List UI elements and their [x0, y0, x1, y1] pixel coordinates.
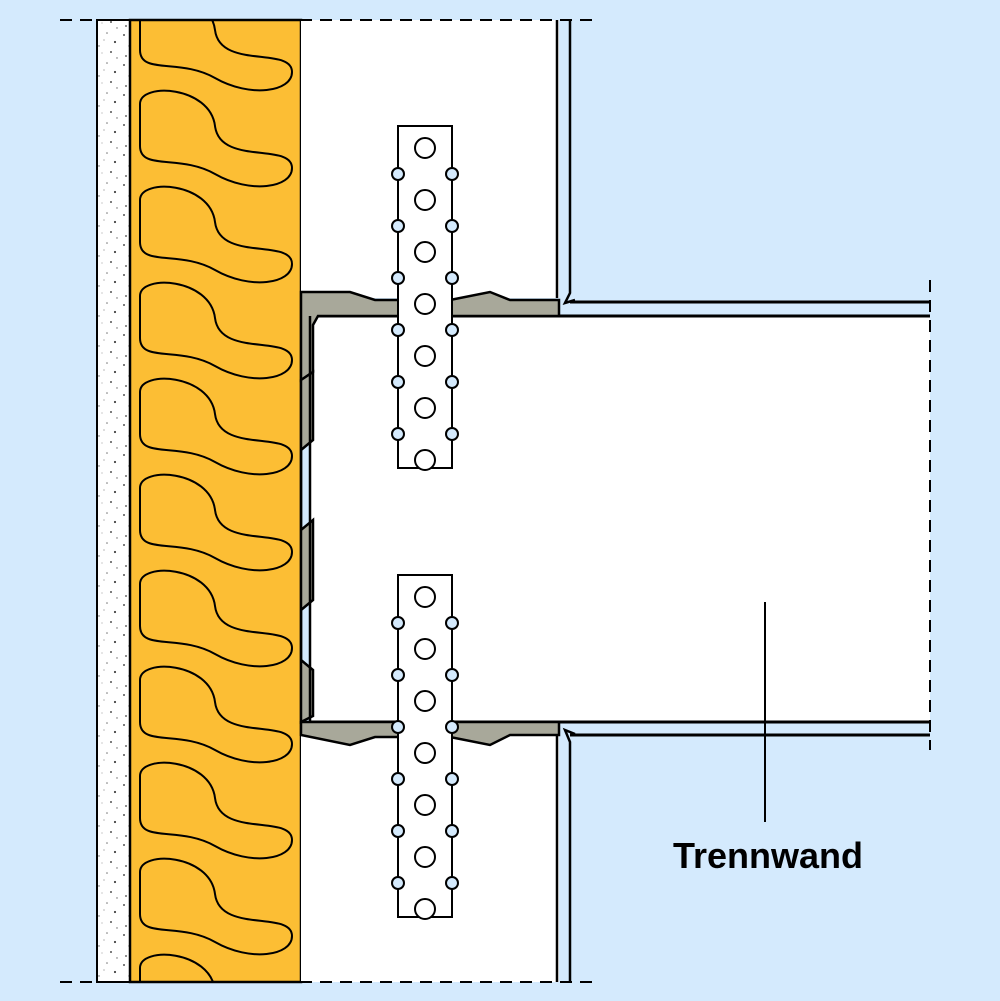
anchor-edge-notch — [391, 616, 405, 630]
anchor-edge-notch — [391, 427, 405, 441]
anchor-edge-notch — [391, 668, 405, 682]
insulation-wave-lines — [139, 21, 294, 981]
anchor-edge-notch — [391, 167, 405, 181]
anchor-edge-notch — [391, 219, 405, 233]
anchor-edge-notch — [445, 876, 459, 890]
anchor-edge-notch — [445, 375, 459, 389]
anchor-edge-notch — [445, 616, 459, 630]
anchor-hole — [414, 293, 436, 315]
anchor-edge-notch — [445, 323, 459, 337]
anchor-hole — [414, 189, 436, 211]
anchor-hole — [414, 345, 436, 367]
anchor-edge-notch — [445, 668, 459, 682]
anchor-edge-notch — [445, 167, 459, 181]
anchor-edge-notch — [445, 720, 459, 734]
main-wall-outer-edge-lower — [562, 727, 576, 982]
anchor-edge-notch — [391, 323, 405, 337]
anchor-hole — [414, 449, 436, 471]
anchor-hole — [414, 794, 436, 816]
insulation-layer — [128, 18, 303, 984]
anchor-hole — [414, 846, 436, 868]
anchor-hole — [414, 397, 436, 419]
insulation-wave-pattern — [139, 21, 294, 981]
anchor-hole — [414, 898, 436, 920]
anchor-hole — [414, 638, 436, 660]
partition-wall-label: Trennwand — [673, 835, 863, 876]
mortar-joint-left — [299, 369, 315, 725]
anchor-hole — [414, 586, 436, 608]
anchor-edge-notch — [391, 772, 405, 786]
anchor-hole — [414, 241, 436, 263]
anchor-edge-notch — [445, 427, 459, 441]
anchor-edge-notch — [391, 720, 405, 734]
anchor-edge-notch — [391, 375, 405, 389]
anchor-hole — [414, 137, 436, 159]
perforated-anchor-strip-upper — [391, 125, 459, 471]
anchor-edge-notch — [445, 772, 459, 786]
anchor-hole — [414, 742, 436, 764]
plaster-layer — [96, 19, 131, 983]
anchor-edge-notch — [391, 876, 405, 890]
anchor-hole — [414, 690, 436, 712]
anchor-edge-notch — [445, 219, 459, 233]
perforated-anchor-strip-lower — [391, 574, 459, 920]
anchor-edge-notch — [391, 271, 405, 285]
anchor-edge-notch — [391, 824, 405, 838]
anchor-edge-notch — [445, 824, 459, 838]
anchor-edge-notch — [445, 271, 459, 285]
